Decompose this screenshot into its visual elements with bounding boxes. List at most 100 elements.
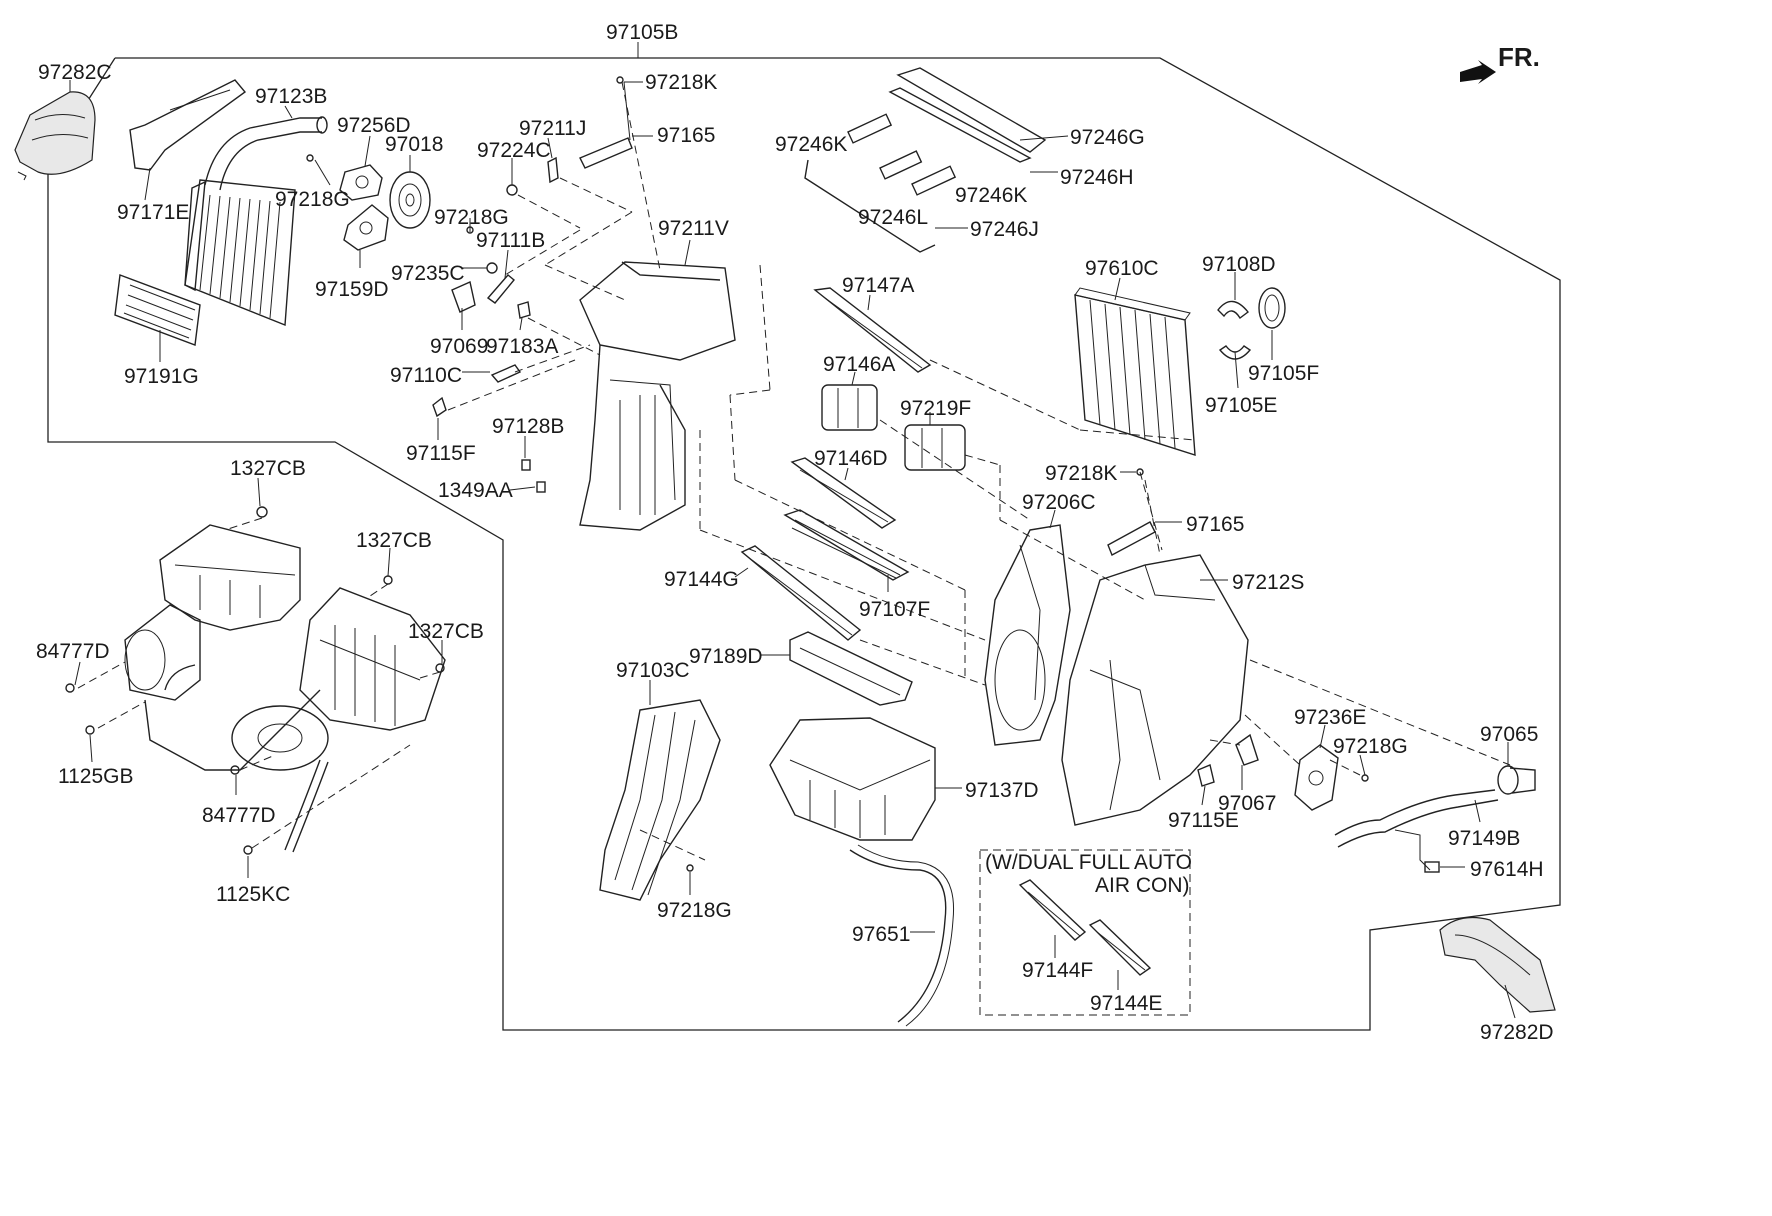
bracket-97165-top-shape xyxy=(579,137,633,169)
part-label-97165-top: 97165 xyxy=(657,124,716,147)
actuator-97256d-shape xyxy=(339,164,383,201)
part-label-97107f: 97107F xyxy=(859,598,931,621)
aspirator-97065-shape xyxy=(1497,765,1536,795)
door-97146a-shape xyxy=(821,384,878,431)
screw-97218g-a-icon xyxy=(306,154,314,162)
seal-97108d-shape xyxy=(1217,300,1249,320)
option-box-frame xyxy=(979,849,1191,1016)
bracket-97165-mid-shape xyxy=(1107,521,1156,556)
door-97219f-shape xyxy=(904,424,966,471)
part-label-97246h: 97246H xyxy=(1060,166,1134,189)
part-label-97067: 97067 xyxy=(1218,792,1277,815)
part-label-97128b: 97128B xyxy=(492,415,565,438)
drain-hose-97651-shape xyxy=(849,849,947,1023)
part-label-97211v: 97211V xyxy=(658,217,729,240)
part-label-97144f: 97144F xyxy=(1022,959,1094,982)
part-label-97111b: 97111B xyxy=(476,229,546,252)
part-label-97189d: 97189D xyxy=(689,645,763,668)
part-label-97165-mid: 97165 xyxy=(1186,513,1245,536)
front-direction-arrow-icon xyxy=(1460,60,1496,84)
part-label-97218k-mid: 97218K xyxy=(1045,462,1118,485)
screw-97218k-mid-icon xyxy=(1136,468,1144,476)
part-label-97246l: 97246L xyxy=(858,206,929,229)
nut-1327cb-a-icon xyxy=(256,506,268,518)
part-label-97282c: 97282C xyxy=(38,61,112,84)
housing-97206c-shape xyxy=(984,524,1071,746)
screw-84777d-a-icon xyxy=(65,683,75,693)
nut-1327cb-b-icon xyxy=(383,575,393,585)
part-label-97105f: 97105F xyxy=(1248,362,1320,385)
part-label-97123b: 97123B xyxy=(255,85,328,108)
part-label-97211j: 97211J xyxy=(519,117,587,140)
part-label-97256d: 97256D xyxy=(337,114,411,137)
screw-1125gb-icon xyxy=(85,725,95,735)
blower-assembly-shape xyxy=(124,524,446,853)
part-label-97218g-a: 97218G xyxy=(275,188,350,211)
seal-97105f-shape xyxy=(1258,287,1286,329)
assembly-dashed-lines xyxy=(77,81,1511,861)
front-direction-label: FR. xyxy=(1498,42,1540,72)
part-label-1327cb-b: 1327CB xyxy=(356,529,432,552)
filter-frame-97246-shape xyxy=(804,67,1047,253)
heater-core-radiator-shape xyxy=(184,179,296,327)
part-label-1125gb: 1125GB xyxy=(58,765,134,788)
option-box-subtitle: AIR CON) xyxy=(1095,874,1190,897)
cover-97189d-shape xyxy=(789,631,913,706)
part-label-97149b: 97149B xyxy=(1448,827,1521,850)
upper-housing-97211v-shape xyxy=(579,261,736,531)
link-97067-shape xyxy=(1235,733,1259,766)
clip-97224c-shape xyxy=(506,184,518,196)
screw-97218k-top-icon xyxy=(616,76,624,84)
part-label-97246k-right: 97246K xyxy=(955,184,1028,207)
part-label-97018: 97018 xyxy=(385,133,444,156)
evaporator-97610c-shape xyxy=(1074,287,1196,456)
part-label-97610c: 97610C xyxy=(1085,257,1159,280)
part-label-97146d: 97146D xyxy=(814,447,888,470)
door-97144f-shape xyxy=(1018,879,1087,941)
screw-97218g-c-icon xyxy=(1361,774,1369,782)
gear-97018-shape xyxy=(389,171,431,229)
clip-97211j-shape xyxy=(547,156,559,184)
part-label-97246g: 97246G xyxy=(1070,126,1145,149)
link-97111b-shape xyxy=(486,274,515,304)
part-label-84777d-b: 84777D xyxy=(202,804,276,827)
part-label-97147a: 97147A xyxy=(842,274,915,297)
duct-97103c-shape xyxy=(599,699,721,901)
part-label-1349aa: 1349AA xyxy=(438,479,513,502)
part-label-1327cb-c: 1327CB xyxy=(408,620,484,643)
part-label-97218k-top: 97218K xyxy=(645,71,718,94)
part-label-1125kc: 1125KC xyxy=(216,883,291,906)
door-97144e-shape xyxy=(1088,919,1152,976)
part-label-97651: 97651 xyxy=(852,923,911,946)
part-label-97105b: 97105B xyxy=(606,21,679,44)
screw-97218g-d-icon xyxy=(686,864,694,872)
sensor-97614h-shape xyxy=(1394,829,1440,873)
aspirator-hose-97149b-shape xyxy=(1334,789,1499,848)
part-label-97146a: 97146A xyxy=(823,353,896,376)
actuator-97236e-shape xyxy=(1294,744,1339,811)
part-label-97144g: 97144G xyxy=(664,568,739,591)
housing-97212s-shape xyxy=(1061,554,1249,826)
part-label-97218g-c: 97218G xyxy=(1333,735,1408,758)
assembly-boundary-line xyxy=(47,57,1561,1031)
part-label-97218g-d: 97218G xyxy=(657,899,732,922)
screw-84777d-b-icon xyxy=(230,765,240,775)
part-label-97224c: 97224C xyxy=(477,139,551,162)
duct-cover-97282d-shape xyxy=(1439,917,1556,1013)
part-label-97614h: 97614H xyxy=(1470,858,1544,881)
part-label-97159d: 97159D xyxy=(315,278,389,301)
part-label-97246k-left: 97246K xyxy=(775,133,848,156)
leader-lines xyxy=(69,42,1516,1019)
bushing-97235c-shape xyxy=(486,262,498,274)
lever-97069-shape xyxy=(451,281,476,313)
option-box-title: (W/DUAL FULL AUTO xyxy=(985,851,1192,874)
part-label-97246j: 97246J xyxy=(970,218,1039,241)
part-label-97282d: 97282D xyxy=(1480,1021,1554,1044)
door-97146d-shape xyxy=(790,457,897,529)
part-label-97065: 97065 xyxy=(1480,723,1539,746)
door-97107f-shape xyxy=(783,509,910,581)
part-label-97144e: 97144E xyxy=(1090,992,1163,1015)
door-97144g-shape xyxy=(740,545,862,641)
